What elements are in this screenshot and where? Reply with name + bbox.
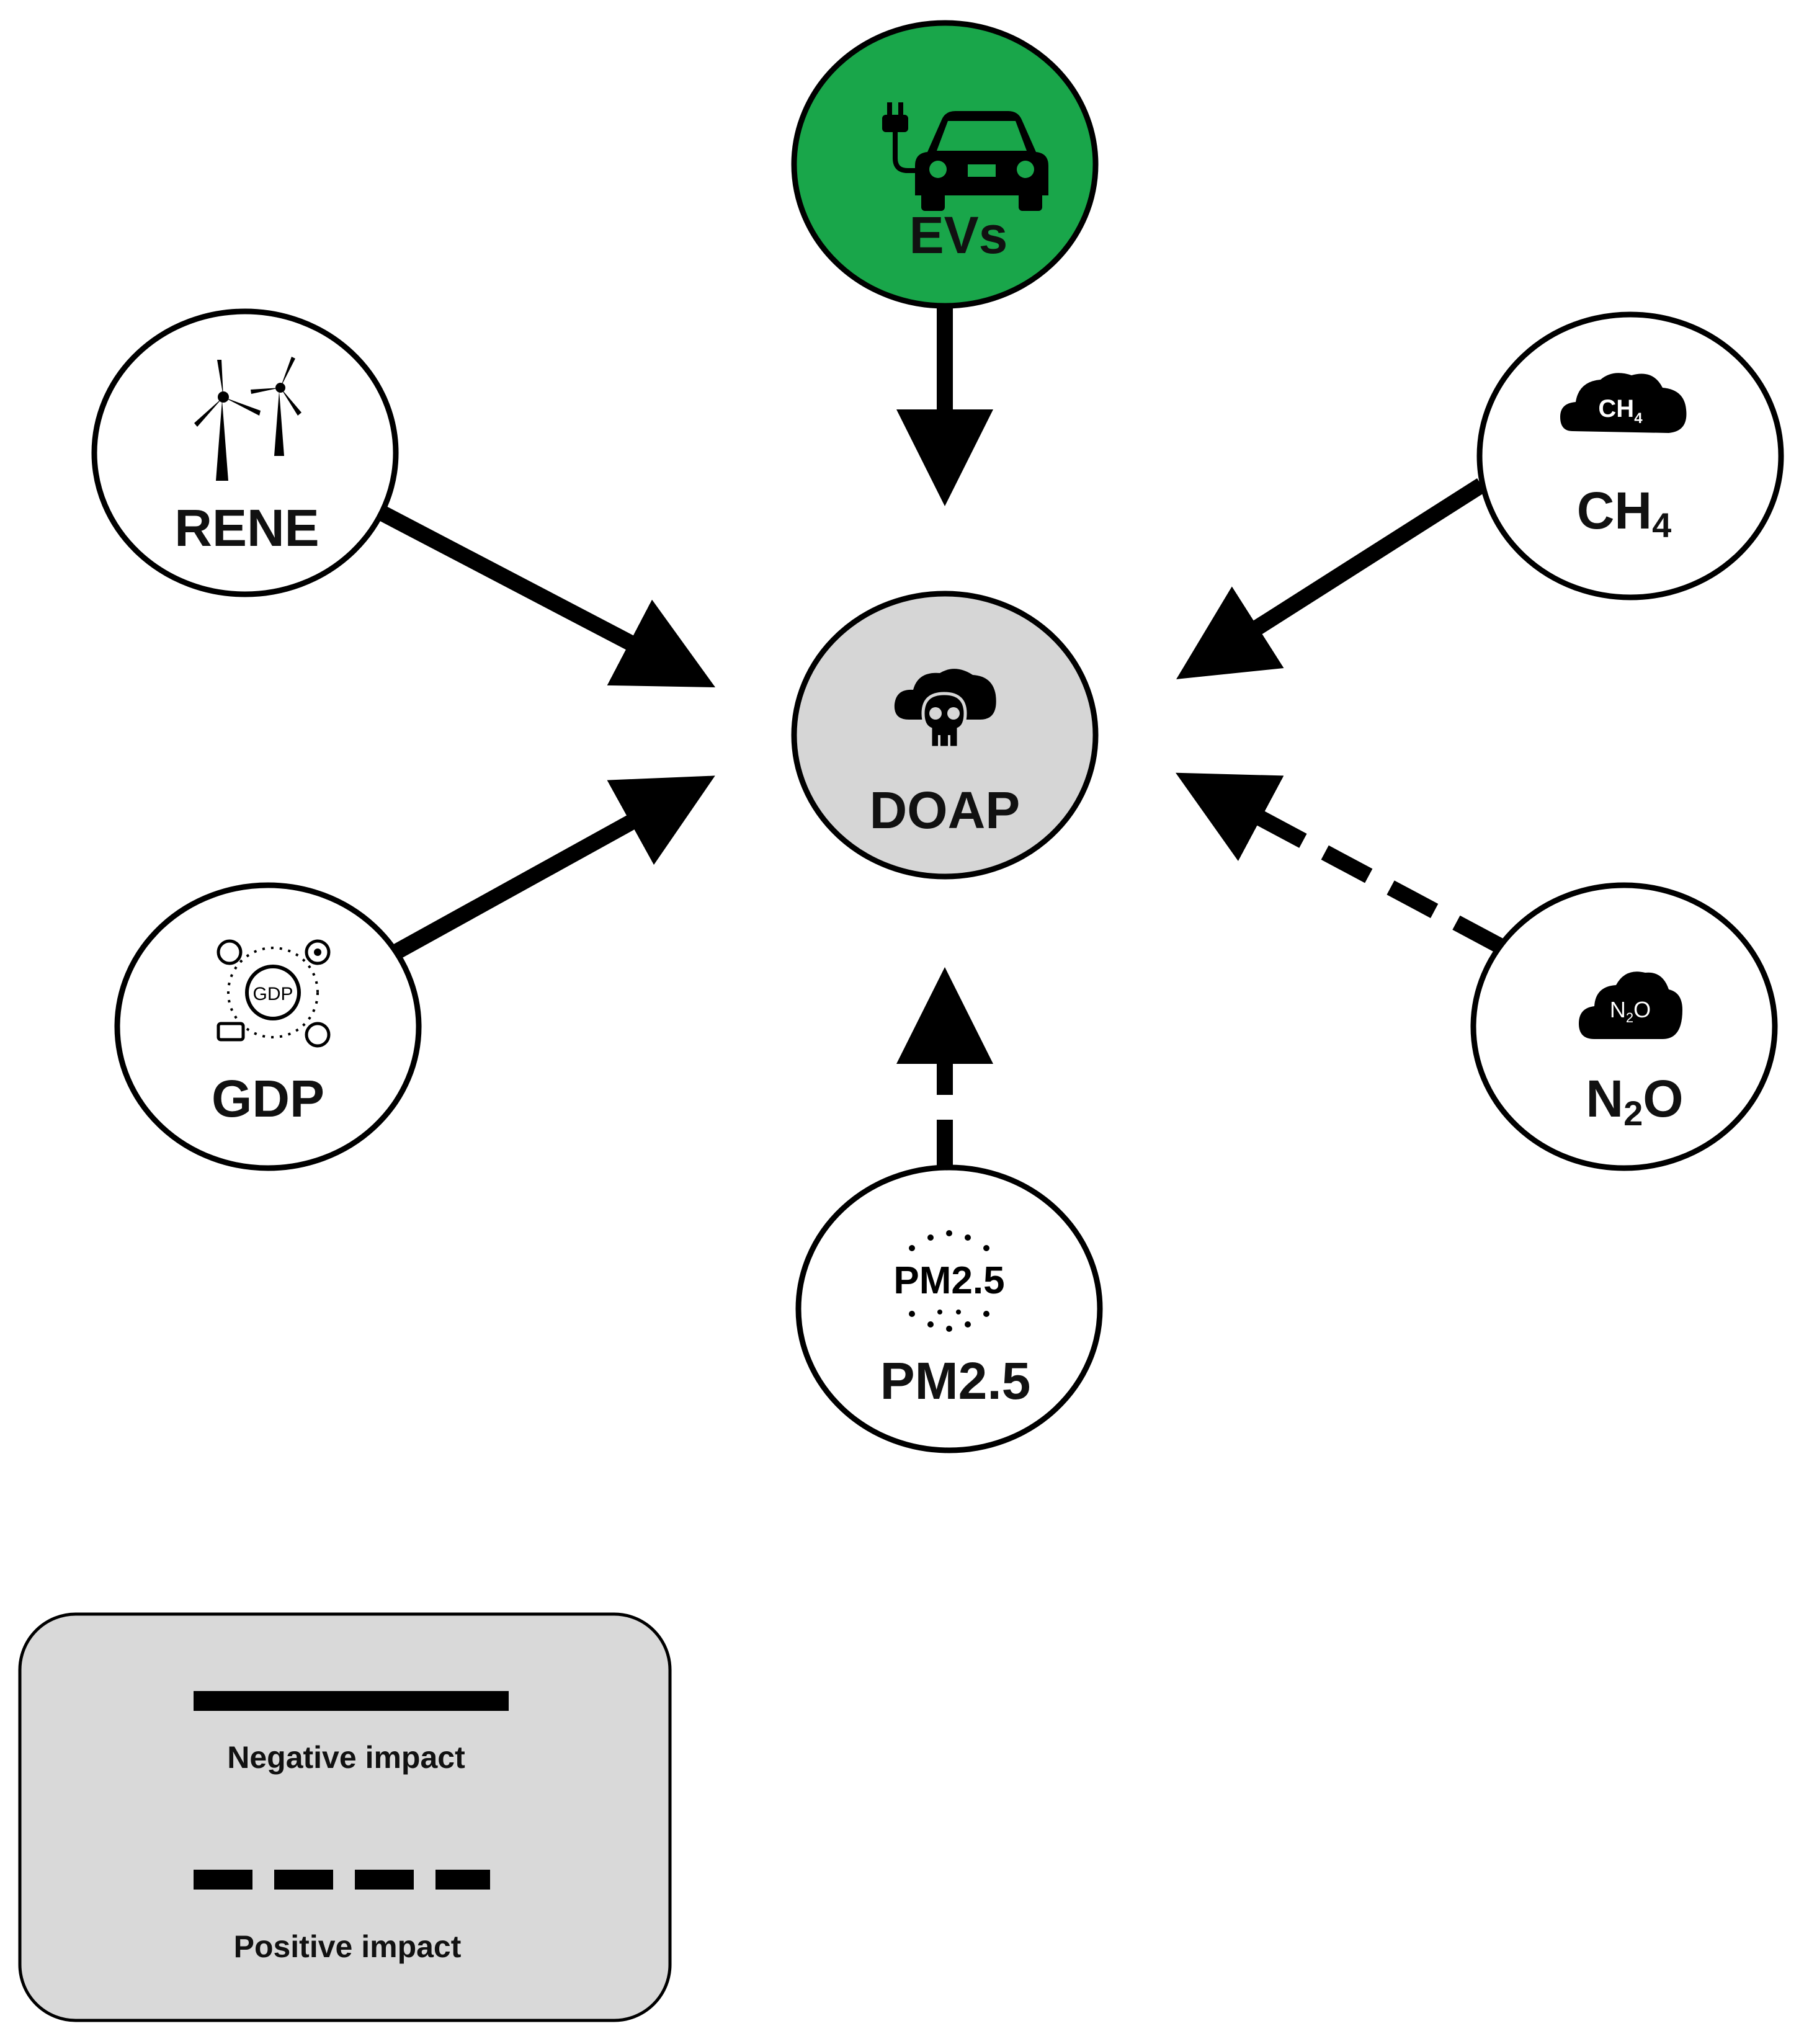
legend-box xyxy=(18,1612,672,2022)
rene-label: RENE xyxy=(174,499,319,557)
gdp-label: GDP xyxy=(212,1069,324,1128)
n2o-label-post: O xyxy=(1643,1069,1683,1128)
pm25-particles-icon: PM2.5 xyxy=(893,1230,1005,1332)
arrow-ch4-to-doap xyxy=(1176,478,1486,679)
doap-label: DOAP xyxy=(870,781,1020,839)
n2o-label: N2O xyxy=(1586,1069,1683,1133)
ch4-icon-sub: 4 xyxy=(1634,410,1643,427)
arrows xyxy=(375,307,1504,1169)
n2o-label-sub: 2 xyxy=(1623,1094,1643,1133)
wind-turbine-icon xyxy=(194,357,301,481)
gdp-globe-icon: GDP xyxy=(217,939,331,1048)
node-gdp: GDP GDP xyxy=(114,882,422,1171)
ch4-label-main: CH xyxy=(1577,481,1652,540)
skull-cloud-icon xyxy=(894,669,996,749)
rene-circle xyxy=(91,308,399,597)
ch4-circle xyxy=(1476,311,1784,600)
ch4-cloud-icon: CH4 xyxy=(1560,373,1687,433)
arrow-n2o-to-doap xyxy=(1176,772,1504,953)
evs-label: EVs xyxy=(909,206,1008,264)
n2o-label-pre: N xyxy=(1586,1069,1623,1128)
arrow-gdp-to-doap xyxy=(391,775,715,960)
legend-negative-label: Negative impact xyxy=(227,1740,465,1775)
pm25-icon-text: PM2.5 xyxy=(893,1259,1004,1302)
node-rene: RENE xyxy=(91,308,399,597)
n2o-cloud-icon: N2O xyxy=(1579,971,1682,1039)
legend-positive-label: Positive impact xyxy=(234,1929,462,1964)
pm25-label: PM2.5 xyxy=(880,1352,1031,1410)
ch4-icon-text: CH4 xyxy=(1598,395,1643,427)
n2o-icon-sub: 2 xyxy=(1626,1010,1633,1025)
node-pm25: PM2.5 PM2.5 xyxy=(795,1164,1103,1453)
n2o-icon-post: O xyxy=(1633,997,1651,1022)
node-doap: DOAP xyxy=(791,591,1099,880)
node-n2o: N2O N2O xyxy=(1470,882,1778,1171)
node-evs: EVs xyxy=(791,20,1099,309)
gdp-circle xyxy=(114,882,422,1171)
gdp-icon-text: GDP xyxy=(252,984,293,1004)
electric-car-icon xyxy=(882,102,1048,211)
legend: Negative impact Positive impact xyxy=(18,1612,672,2022)
pm25-circle xyxy=(795,1164,1103,1453)
node-ch4: CH4 CH4 xyxy=(1476,311,1784,600)
arrow-rene-to-doap xyxy=(375,504,716,688)
n2o-icon-text: N2O xyxy=(1610,997,1651,1025)
ch4-label: CH4 xyxy=(1577,481,1671,545)
ch4-icon-main: CH xyxy=(1598,395,1634,422)
ch4-label-sub: 4 xyxy=(1652,506,1671,545)
n2o-icon-pre: N xyxy=(1610,997,1626,1022)
